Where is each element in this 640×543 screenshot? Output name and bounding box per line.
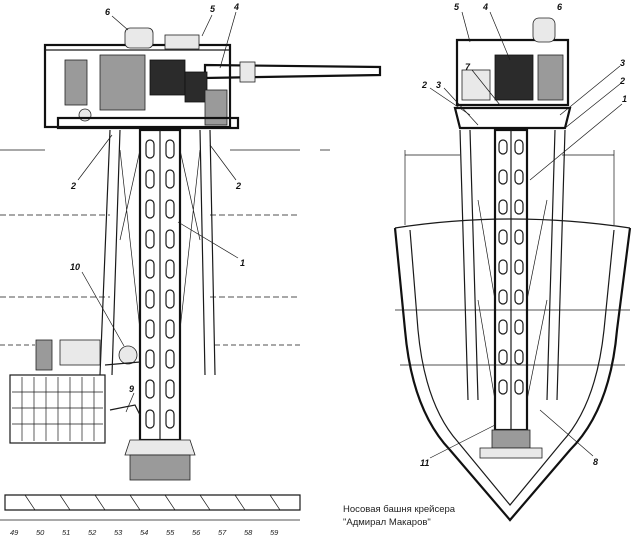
callout-label: 4 xyxy=(482,2,488,12)
shell-magazine xyxy=(9,374,106,444)
pivot-foundation xyxy=(129,454,191,481)
figure-caption: Носовая башня крейсера "Адмирал Макаров" xyxy=(343,503,543,529)
turret-pivot xyxy=(124,439,196,456)
hull-deck-line xyxy=(394,218,631,229)
frame-number: 56 xyxy=(192,528,201,537)
frame-number: 59 xyxy=(270,528,279,537)
callout-label: 4 xyxy=(233,2,239,12)
callout-label: 2 xyxy=(421,80,427,90)
commander-hood xyxy=(124,27,154,49)
callout-label: 1 xyxy=(240,258,245,268)
trunk-cells-section xyxy=(498,139,524,395)
callout-label: 5 xyxy=(454,2,460,12)
callout-label: 3 xyxy=(436,80,441,90)
callout-label: 11 xyxy=(420,458,429,468)
frame-number: 50 xyxy=(36,528,45,537)
callout-label: 5 xyxy=(210,4,216,14)
frame-number-scale: 49 50 51 52 53 54 55 56 57 58 59 xyxy=(10,528,279,537)
callout-label: 10 xyxy=(70,262,80,272)
hull-outline xyxy=(393,227,632,522)
turret-base-ring xyxy=(56,116,240,130)
frame-number: 54 xyxy=(140,528,148,537)
frame-number: 58 xyxy=(244,528,253,537)
turret-interior-equipment xyxy=(64,59,88,106)
callout-label: 2 xyxy=(619,76,625,86)
callout-label: 1 xyxy=(622,94,627,104)
ammunition-feed-rail xyxy=(109,404,141,416)
commander-hood-section xyxy=(532,17,556,43)
caption-line: Носовая башня крейсера xyxy=(343,504,456,515)
frame-number: 53 xyxy=(114,528,123,537)
right-callouts: 5 4 6 2 3 7 3 2 1 11 8 xyxy=(420,2,627,468)
frame-number: 57 xyxy=(218,528,227,537)
side-stanchions xyxy=(404,150,615,225)
gun-barrel xyxy=(203,63,382,80)
side-elevation-view: 49 50 51 52 53 54 55 56 57 58 59 6 5 4 2… xyxy=(0,2,382,537)
frame-number: 51 xyxy=(62,528,70,537)
turret-base-section xyxy=(491,429,531,449)
hoist-motor xyxy=(35,339,53,371)
turret-housing-section xyxy=(455,38,570,107)
callout-label: 6 xyxy=(557,2,563,12)
frame-number: 55 xyxy=(166,528,175,537)
rotating-platform xyxy=(453,106,572,130)
callout-label: 9 xyxy=(129,384,134,394)
callout-label: 2 xyxy=(235,181,241,191)
cross-section-view: 5 4 6 2 3 7 3 2 1 11 8 xyxy=(393,2,632,522)
caption-line: "Адмирал Макаров" xyxy=(343,517,431,528)
barbette-walls xyxy=(99,129,216,376)
barbette-section-walls xyxy=(459,129,566,401)
left-callouts: 6 5 4 2 2 1 10 9 xyxy=(70,2,245,413)
sight-cupola xyxy=(164,34,200,50)
frame-number: 49 xyxy=(10,528,19,537)
magazine-shells xyxy=(12,377,103,441)
callout-label: 2 xyxy=(70,181,76,191)
callout-label: 8 xyxy=(593,457,598,467)
callout-label: 7 xyxy=(465,62,471,72)
keel-beam xyxy=(4,494,301,511)
loading-drive-wheel xyxy=(118,345,138,365)
callout-label: 3 xyxy=(620,58,625,68)
support-trusses xyxy=(119,149,201,331)
gun-breech-section xyxy=(494,54,534,101)
frame-number: 52 xyxy=(88,528,97,537)
callout-label: 6 xyxy=(105,7,111,17)
gun-breech xyxy=(149,59,186,96)
ammunition-trunk-cells xyxy=(145,139,175,429)
